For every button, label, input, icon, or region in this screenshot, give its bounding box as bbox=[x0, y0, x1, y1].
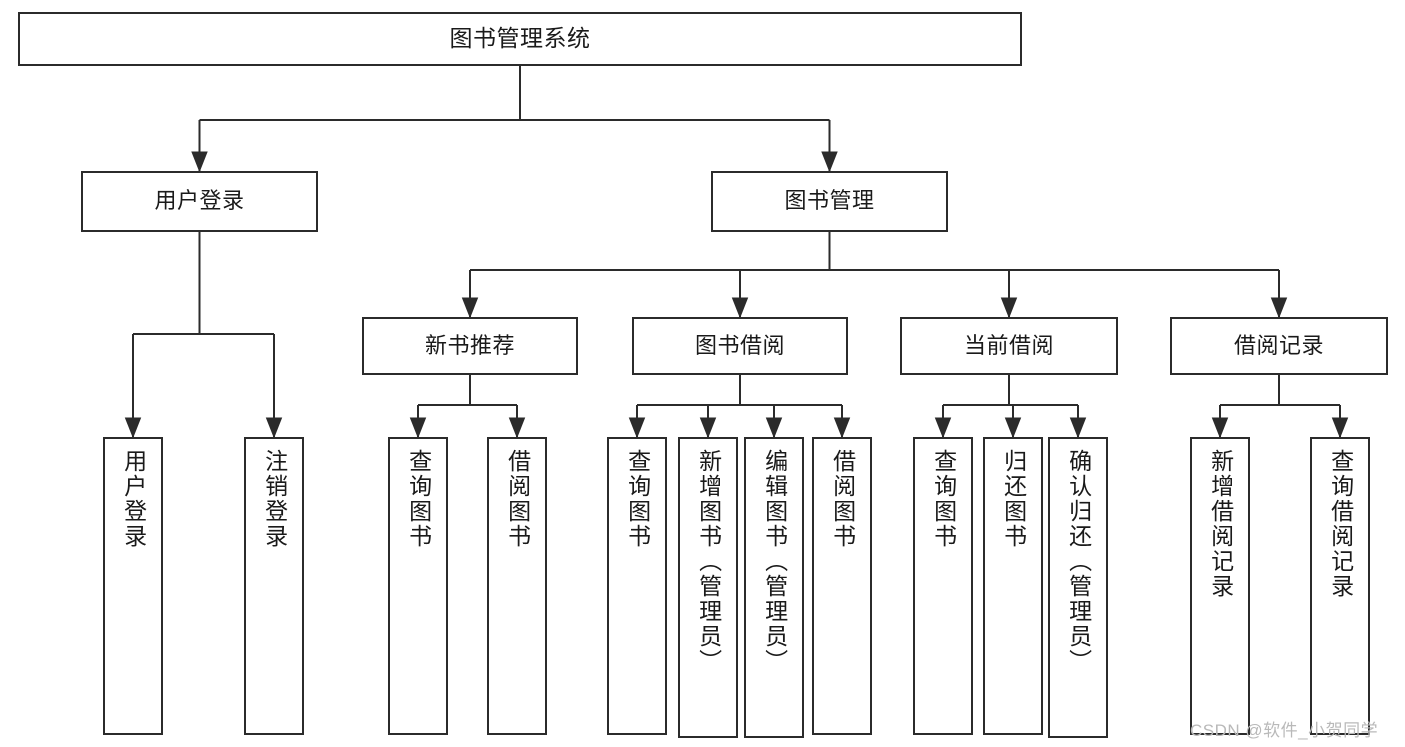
arrowhead-icon bbox=[508, 417, 526, 439]
node-label: 当前借阅 bbox=[963, 332, 1054, 358]
node-leaf_11[interactable]: 新增借阅记录 bbox=[1190, 437, 1250, 735]
node-label: 新增借阅记录 bbox=[1207, 449, 1234, 599]
node-l3_2[interactable]: 当前借阅 bbox=[900, 317, 1118, 375]
arrowhead-icon bbox=[731, 297, 749, 319]
watermark-text: CSDN @软件_小贺同学 bbox=[1190, 721, 1379, 740]
node-label: 编辑图书（管理员） bbox=[761, 449, 788, 674]
node-leaf_12[interactable]: 查询借阅记录 bbox=[1310, 437, 1370, 735]
node-leaf_4[interactable]: 查询图书 bbox=[607, 437, 667, 735]
node-leaf_5[interactable]: 新增图书（管理员） bbox=[678, 437, 738, 738]
node-label: 查询借阅记录 bbox=[1327, 449, 1354, 599]
node-label: 用户登录 bbox=[120, 449, 147, 549]
arrowhead-icon bbox=[628, 417, 646, 439]
node-root[interactable]: 图书管理系统 bbox=[18, 12, 1022, 66]
node-leaf_1[interactable]: 注销登录 bbox=[244, 437, 304, 735]
node-l2_0[interactable]: 用户登录 bbox=[81, 171, 318, 232]
node-label: 借阅记录 bbox=[1233, 332, 1324, 358]
node-label: 查询图书 bbox=[624, 449, 651, 549]
arrowhead-icon bbox=[821, 151, 838, 173]
node-label: 确认归还（管理员） bbox=[1065, 449, 1092, 674]
arrowhead-icon bbox=[934, 417, 952, 439]
arrowhead-icon bbox=[833, 417, 851, 439]
node-leaf_8[interactable]: 查询图书 bbox=[913, 437, 973, 735]
node-label: 图书借阅 bbox=[694, 332, 785, 358]
node-label: 归还图书 bbox=[1000, 449, 1027, 549]
node-label: 新书推荐 bbox=[424, 332, 515, 358]
node-label: 借阅图书 bbox=[504, 449, 531, 549]
node-label: 查询图书 bbox=[405, 449, 432, 549]
node-leaf_6[interactable]: 编辑图书（管理员） bbox=[744, 437, 804, 738]
node-leaf_0[interactable]: 用户登录 bbox=[103, 437, 163, 735]
node-label: 注销登录 bbox=[261, 449, 288, 549]
arrowhead-icon bbox=[461, 297, 479, 319]
node-leaf_3[interactable]: 借阅图书 bbox=[487, 437, 547, 735]
arrowhead-icon bbox=[124, 417, 142, 439]
node-leaf_2[interactable]: 查询图书 bbox=[388, 437, 448, 735]
arrowhead-icon bbox=[765, 417, 783, 439]
node-label: 用户登录 bbox=[154, 188, 245, 214]
node-label: 借阅图书 bbox=[829, 449, 856, 549]
node-l2_1[interactable]: 图书管理 bbox=[711, 171, 948, 232]
node-l3_0[interactable]: 新书推荐 bbox=[362, 317, 578, 375]
node-leaf_9[interactable]: 归还图书 bbox=[983, 437, 1043, 735]
arrowhead-icon bbox=[409, 417, 427, 439]
node-leaf_10[interactable]: 确认归还（管理员） bbox=[1048, 437, 1108, 738]
arrowhead-icon bbox=[191, 151, 208, 173]
arrowhead-icon bbox=[1069, 417, 1087, 439]
arrowhead-icon bbox=[1331, 417, 1349, 439]
arrowhead-icon bbox=[265, 417, 283, 439]
arrowhead-icon bbox=[699, 417, 717, 439]
node-label: 新增图书（管理员） bbox=[695, 449, 722, 674]
arrowhead-icon bbox=[1004, 417, 1022, 439]
node-label: 查询图书 bbox=[930, 449, 957, 549]
arrowhead-icon bbox=[1270, 297, 1288, 319]
node-label: 图书管理 bbox=[784, 188, 875, 214]
node-leaf_7[interactable]: 借阅图书 bbox=[812, 437, 872, 735]
arrowhead-icon bbox=[1211, 417, 1229, 439]
node-l3_1[interactable]: 图书借阅 bbox=[632, 317, 848, 375]
node-l3_3[interactable]: 借阅记录 bbox=[1170, 317, 1388, 375]
node-label: 图书管理系统 bbox=[449, 25, 591, 52]
arrowhead-icon bbox=[1000, 297, 1018, 319]
